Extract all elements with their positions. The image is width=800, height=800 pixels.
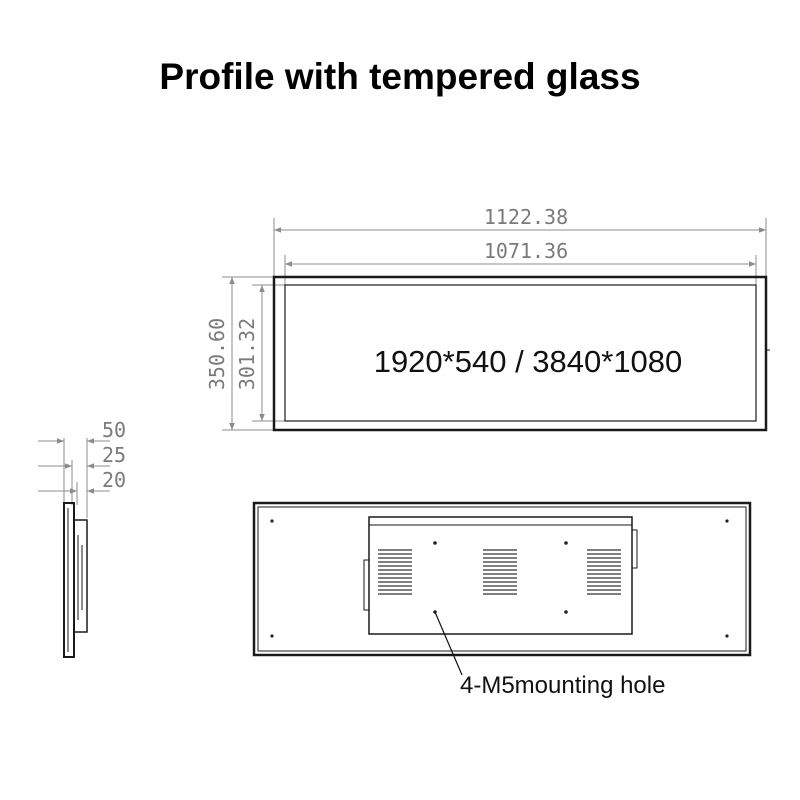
mounting-note-label: 4-M5mounting hole [460,672,665,699]
side-view: 50 25 20 [38,418,126,658]
side-rear-box [73,519,88,633]
height-inner-label: 301.32 [235,318,259,390]
mounting-hole-leader [434,611,463,676]
resolution-label: 1920*540 / 3840*1080 [374,344,683,379]
front-view: 1122.38 1071.36 350.60 301.32 1920*540 /… [205,205,770,432]
vent-left [378,549,412,595]
depth-total-label: 50 [102,418,126,442]
page-title: Profile with tempered glass [159,56,641,97]
height-outer-label: 350.60 [205,318,229,390]
rear-housing [368,516,633,635]
width-inner-label: 1071.36 [484,239,568,263]
side-profile-outline [63,502,75,658]
back-view: 4-M5mounting hole [252,501,752,699]
front-panel-outline [272,275,768,432]
vent-right [587,549,621,595]
depth-glass-label: 20 [102,468,126,492]
depth-mid-label: 25 [102,443,126,467]
back-panel-outline [252,501,752,657]
display-area-outline [284,284,757,422]
mounting-holes [270,519,729,638]
width-outer-label: 1122.38 [484,205,568,229]
vent-center [483,549,517,595]
